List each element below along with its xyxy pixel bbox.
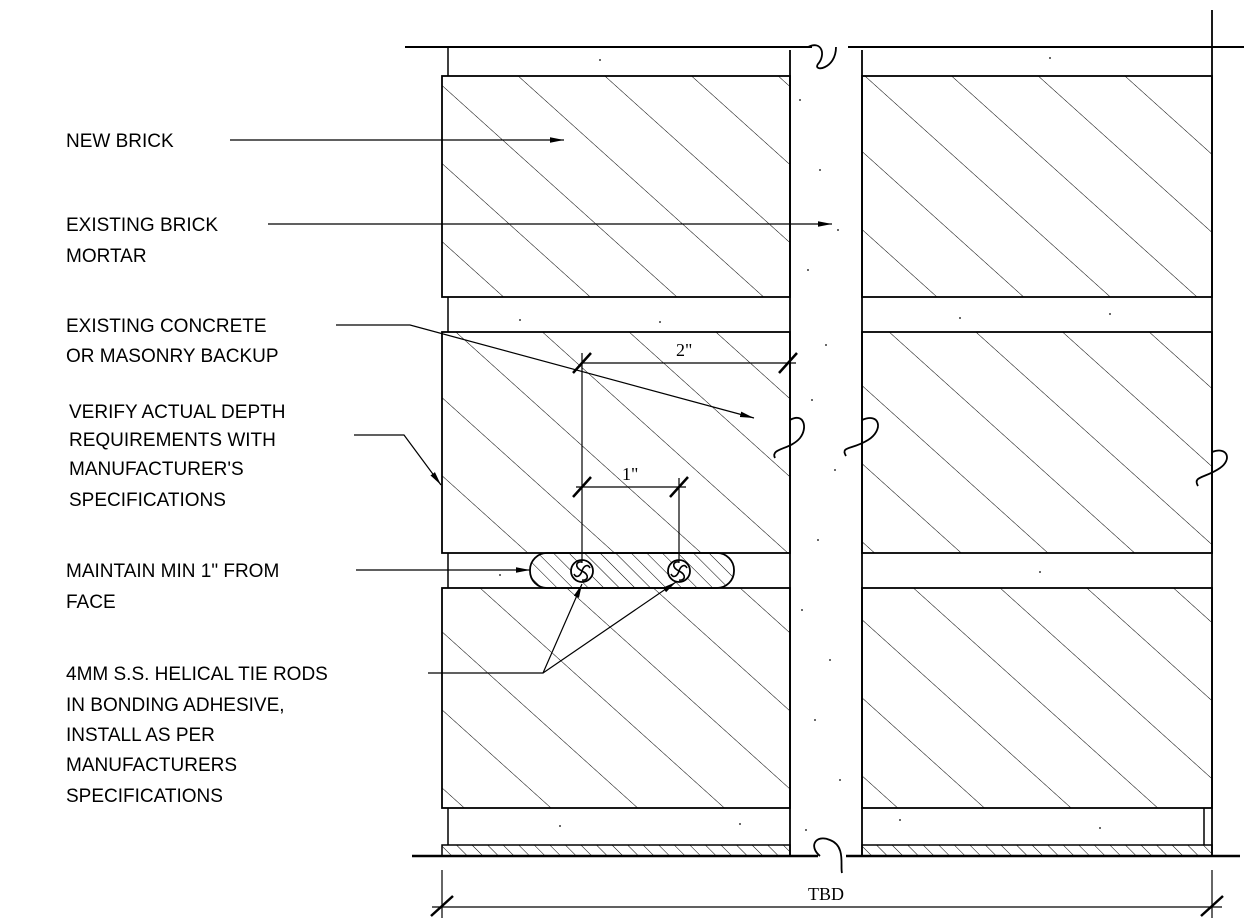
break-symbols: [773, 44, 1228, 874]
existing-brick-course: [861, 75, 1213, 857]
svg-text:IN BONDING ADHESIVE,: IN BONDING ADHESIVE,: [66, 695, 285, 716]
svg-text:MANUFACTURER'S: MANUFACTURER'S: [69, 459, 244, 480]
svg-text:MANUFACTURERS: MANUFACTURERS: [66, 755, 237, 776]
tie-rod-2: [667, 559, 691, 583]
svg-text:VERIFY ACTUAL DEPTH: VERIFY ACTUAL DEPTH: [69, 402, 285, 423]
svg-text:MAINTAIN MIN 1" FROM: MAINTAIN MIN 1" FROM: [66, 561, 279, 582]
dimension-overall: TBD: [808, 884, 844, 904]
svg-text:EXISTING BRICK: EXISTING BRICK: [66, 215, 218, 236]
leader-lines: [230, 137, 832, 674]
new-brick-course: [441, 75, 791, 857]
label-existing-mortar: EXISTING BRICK MORTAR: [66, 215, 218, 267]
dimension-1-inch: 1": [622, 464, 638, 484]
svg-text:SPECIFICATIONS: SPECIFICATIONS: [66, 786, 223, 807]
dimension-2-inch: 2": [676, 340, 692, 360]
label-maintain-min: MAINTAIN MIN 1" FROM FACE: [66, 561, 279, 613]
svg-text:INSTALL AS PER: INSTALL AS PER: [66, 725, 215, 746]
label-backup: EXISTING CONCRETE OR MASONRY BACKUP: [66, 316, 279, 367]
helical-tie-rods: [529, 552, 735, 589]
svg-text:EXISTING CONCRETE: EXISTING CONCRETE: [66, 316, 267, 337]
mortar-collar-joint: [499, 50, 1111, 856]
svg-text:4MM S.S. HELICAL TIE RODS: 4MM S.S. HELICAL TIE RODS: [66, 664, 328, 685]
svg-text:FACE: FACE: [66, 592, 116, 613]
tie-rod-1: [570, 559, 594, 583]
label-verify-depth: VERIFY ACTUAL DEPTH REQUIREMENTS WITH MA…: [69, 402, 285, 511]
svg-text:NEW BRICK: NEW BRICK: [66, 131, 174, 152]
label-tie-rods: 4MM S.S. HELICAL TIE RODS IN BONDING ADH…: [66, 664, 328, 807]
svg-text:REQUIREMENTS WITH: REQUIREMENTS WITH: [69, 430, 276, 451]
label-new-brick: NEW BRICK: [66, 131, 174, 152]
svg-text:MORTAR: MORTAR: [66, 246, 147, 267]
svg-text:SPECIFICATIONS: SPECIFICATIONS: [69, 490, 226, 511]
dimension-lines: [430, 352, 1224, 918]
bonding-adhesive-pocket: [529, 552, 735, 589]
svg-text:OR MASONRY BACKUP: OR MASONRY BACKUP: [66, 346, 279, 367]
